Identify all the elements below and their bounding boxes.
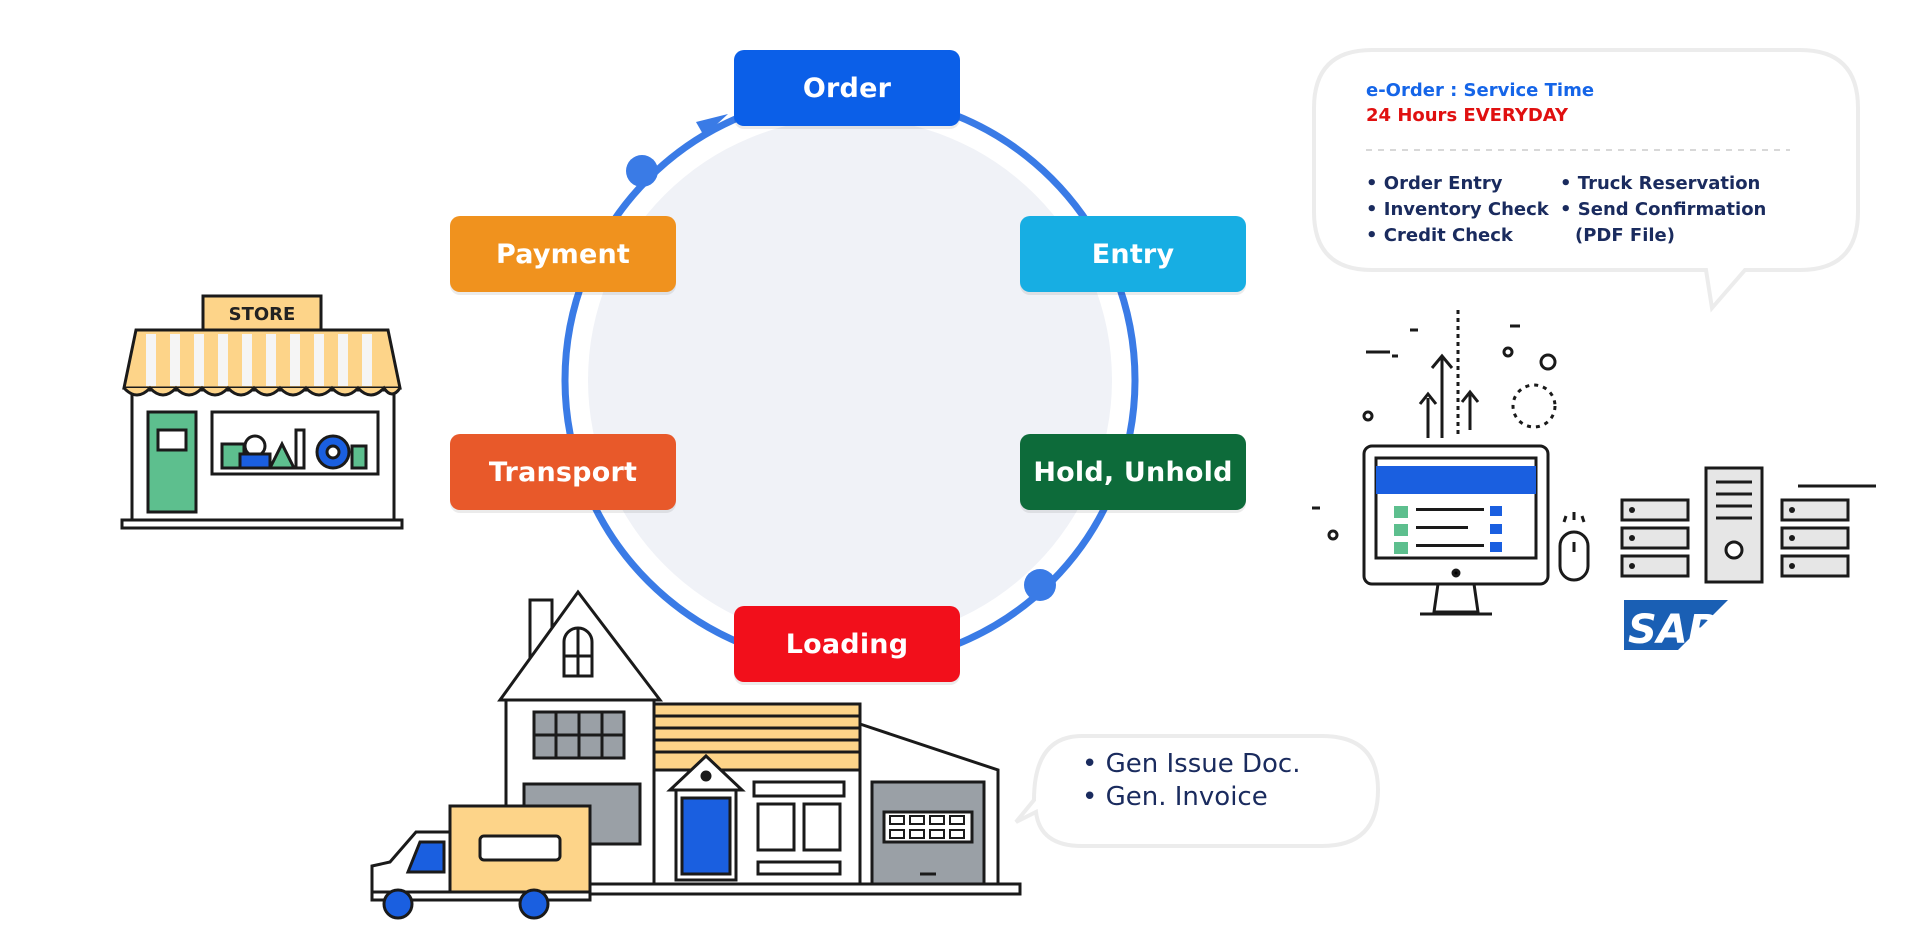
list-item: • Credit Check bbox=[1366, 225, 1513, 246]
loading-task-list: • Gen Issue Doc. • Gen. Invoice bbox=[1082, 748, 1300, 814]
store-icon: STORE bbox=[120, 294, 404, 530]
step-loading-label: Loading bbox=[785, 628, 909, 660]
step-order-label: Order bbox=[802, 72, 892, 104]
ring-dot-bottom-right bbox=[1024, 569, 1056, 601]
step-hold-unhold: Hold, Unhold bbox=[1020, 434, 1246, 510]
list-item: • Gen Issue Doc. bbox=[1082, 749, 1301, 779]
ring-dot-top-left bbox=[626, 155, 658, 187]
step-payment-label: Payment bbox=[495, 238, 631, 270]
step-payment: Payment bbox=[450, 216, 676, 292]
sap-logo-text: SAP bbox=[1628, 607, 1717, 653]
house-icon bbox=[482, 589, 1022, 896]
list-item: (PDF File) bbox=[1575, 225, 1675, 246]
step-loading: Loading bbox=[734, 606, 960, 682]
service-list-right: • Truck Reservation • Send Confirmation … bbox=[1560, 171, 1766, 249]
step-entry: Entry bbox=[1020, 216, 1246, 292]
store-sign-text: STORE bbox=[229, 304, 296, 325]
step-transport: Transport bbox=[450, 434, 676, 510]
step-hold-label: Hold, Unhold bbox=[1033, 456, 1233, 488]
list-item: • Order Entry bbox=[1366, 173, 1503, 194]
list-item: • Truck Reservation bbox=[1560, 173, 1761, 194]
sap-logo-icon: SAP bbox=[1624, 600, 1728, 653]
step-order: Order bbox=[734, 50, 960, 126]
list-item: • Send Confirmation bbox=[1560, 199, 1767, 220]
desktop-computer-icon bbox=[1312, 310, 1590, 616]
service-hours: 24 Hours EVERYDAY bbox=[1366, 105, 1569, 126]
service-list-left: • Order Entry • Inventory Check • Credit… bbox=[1366, 171, 1549, 249]
service-time-title: e-Order : Service Time bbox=[1366, 80, 1595, 101]
step-entry-label: Entry bbox=[1091, 238, 1175, 270]
cycle-ring bbox=[561, 91, 1139, 669]
delivery-truck-icon bbox=[370, 804, 592, 920]
step-transport-label: Transport bbox=[488, 456, 638, 488]
server-rack-icon bbox=[1620, 466, 1876, 584]
list-item: • Inventory Check bbox=[1366, 199, 1549, 220]
list-item: • Gen. Invoice bbox=[1082, 782, 1268, 812]
service-speech-bubble bbox=[1312, 48, 1860, 313]
loading-speech-bubble bbox=[1014, 734, 1381, 848]
